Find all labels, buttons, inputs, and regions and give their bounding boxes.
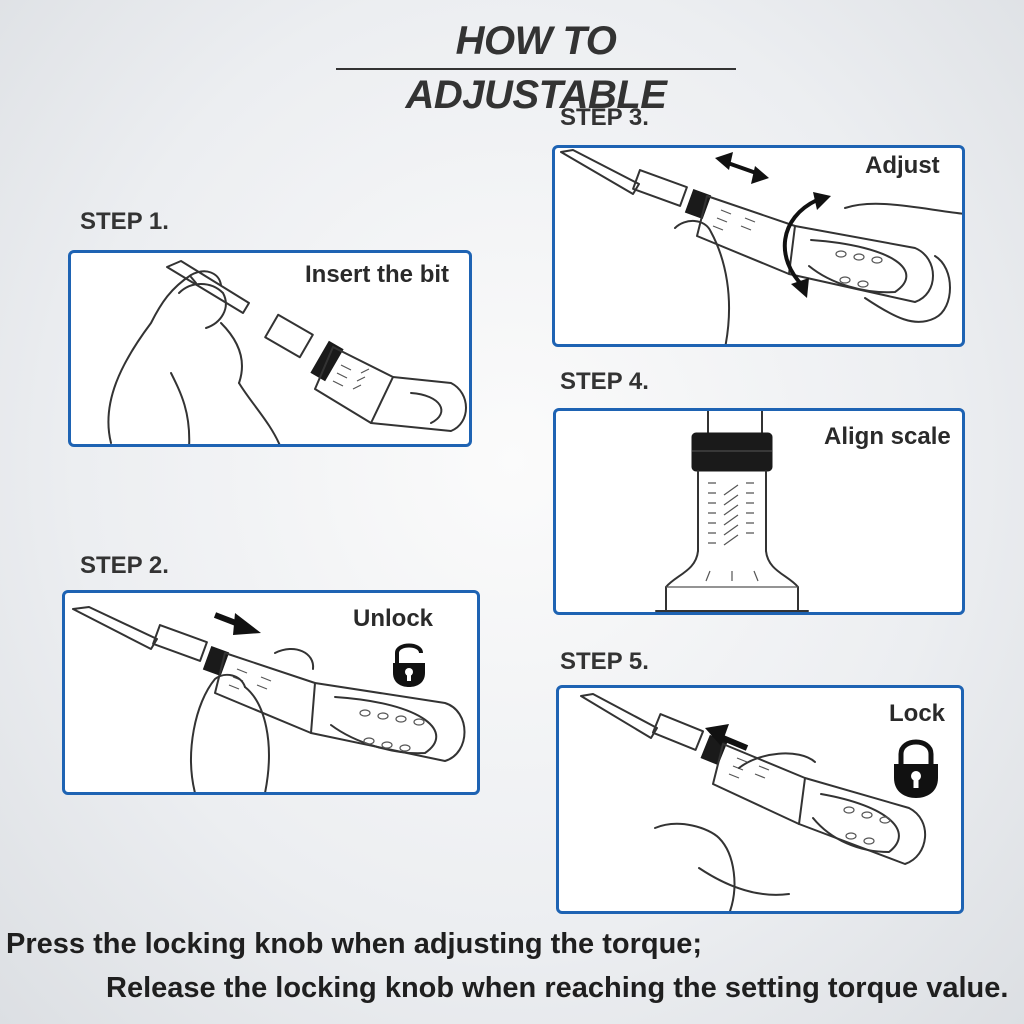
step-1-caption: Insert the bit: [305, 261, 450, 288]
step-3-caption: Adjust: [865, 152, 940, 179]
step-1-panel: Insert the bit: [68, 250, 472, 447]
step-2-illustration: [72, 606, 466, 792]
step-5-caption: Lock: [889, 700, 946, 727]
step-3-label: STEP 3.: [560, 104, 649, 131]
step-4-illustration: [655, 411, 809, 612]
step-3-illustration: [560, 149, 962, 344]
step-4-panel: Align scale: [553, 408, 965, 615]
page-title: HOW TO ADJUSTABLE: [336, 14, 736, 117]
step-2-caption: Unlock: [353, 605, 434, 632]
note-release: Release the locking knob when reaching t…: [106, 972, 1009, 1004]
push-arrow-icon: [213, 612, 261, 635]
step-4-caption: Align scale: [824, 423, 951, 450]
double-arrow-icon: [715, 152, 769, 184]
step-3-panel: Adjust: [552, 145, 965, 347]
step-1-label: STEP 1.: [80, 208, 169, 235]
step-5-illustration: [580, 693, 926, 911]
rotate-arrow-icon: [782, 192, 831, 298]
step-5-label: STEP 5.: [560, 648, 649, 675]
push-arrow-icon: [705, 724, 749, 751]
step-5-panel: Lock: [556, 685, 964, 914]
locked-padlock-icon: [894, 739, 938, 798]
step-1-illustration: [107, 260, 467, 444]
unlocked-padlock-icon: [393, 643, 425, 687]
step-2-label: STEP 2.: [80, 552, 169, 579]
step-4-label: STEP 4.: [560, 368, 649, 395]
step-2-panel: Unlock: [62, 590, 480, 795]
note-press: Press the locking knob when adjusting th…: [6, 928, 703, 960]
